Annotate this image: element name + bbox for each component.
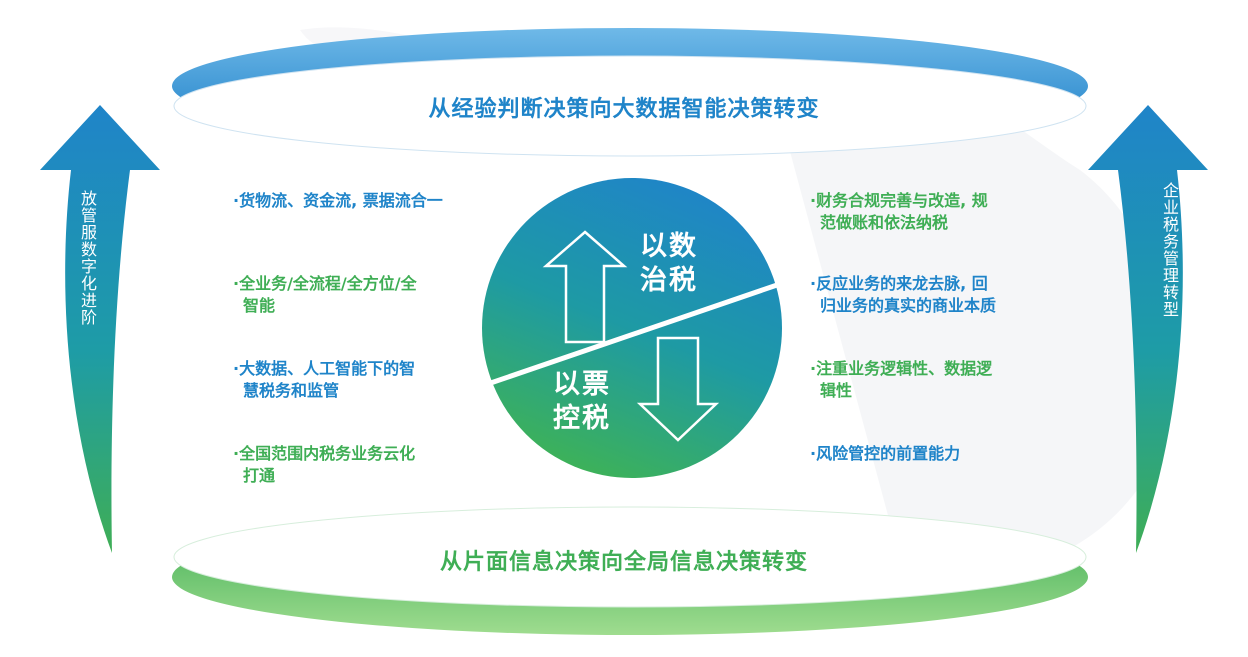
background-shape <box>760 37 1173 576</box>
right-curved-arrow <box>1088 105 1208 553</box>
center-circle <box>475 178 782 478</box>
left-item-3: ·大数据、人工智能下的智 慧税务和监管 <box>233 359 416 400</box>
right-item-2: ·反应业务的来龙去脉, 回 归业务的真实的商业本质 <box>810 274 997 315</box>
right-arrow-text: 企业税务管理转型 <box>1160 182 1179 318</box>
left-item-2: ·全业务/全流程/全方位/全 智能 <box>233 274 417 315</box>
bottom-banner-text: 从片面信息决策向全局信息决策转变 <box>439 550 808 575</box>
top-banner-text: 从经验判断决策向大数据智能决策转变 <box>428 97 820 122</box>
circle-top-line1: 以数 <box>640 231 698 262</box>
circle-bottom-line1: 以票 <box>553 369 611 400</box>
circle-bottom-line2: 控税 <box>553 403 611 434</box>
circle-top-label: 以数 治税 <box>640 230 698 298</box>
left-arrow-text: 放管服数字化进阶 <box>78 190 97 326</box>
right-item-3: ·注重业务逻辑性、数据逻 辑性 <box>810 359 993 400</box>
right-item-1: ·财务合规完善与改造, 规 范做账和依法纳税 <box>810 191 988 232</box>
left-item-4: ·全国范围内税务业务云化 打通 <box>233 444 416 485</box>
right-item-4: ·风险管控的前置能力 <box>810 444 961 463</box>
down-arrow-icon <box>636 336 720 442</box>
circle-divider <box>475 281 781 391</box>
circle-top-line2: 治税 <box>640 265 698 296</box>
up-arrow-icon <box>542 230 628 344</box>
top-banner <box>172 28 1088 157</box>
left-item-1: ·货物流、资金流, 票据流合一 <box>233 191 443 210</box>
bottom-banner <box>172 506 1088 635</box>
circle-bottom-label: 以票 控税 <box>553 368 611 436</box>
left-curved-arrow <box>40 105 160 553</box>
